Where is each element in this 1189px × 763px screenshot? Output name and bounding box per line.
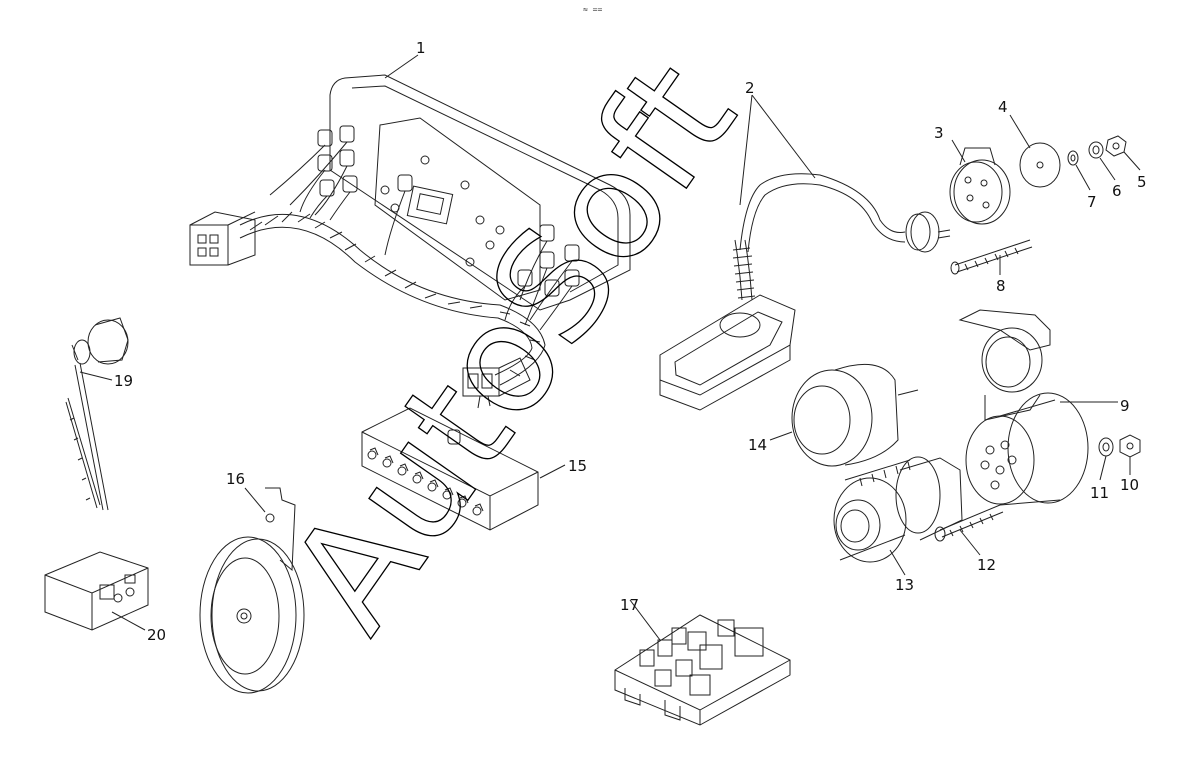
label-10: 10 [1120,476,1139,494]
label-3: 3 [934,124,944,142]
part-10-nut [1120,435,1140,475]
part-15-terminal-block [362,408,565,530]
part-11-washer [1099,438,1113,480]
part-8-screw [951,240,1032,275]
label-9: 9 [1120,397,1130,415]
part-3-socket-body [950,140,1010,224]
part-16-horn [200,488,304,693]
label-15: 15 [568,457,587,475]
label-14: 14 [748,436,767,454]
label-7: 7 [1087,193,1097,211]
part-2-sensor-cable [660,95,950,410]
label-13: 13 [895,576,914,594]
label-20: 20 [147,626,166,644]
label-11: 11 [1090,484,1109,502]
header-mark: ≈ == [583,5,602,14]
callout-labels: 1 2 3 4 5 6 7 8 9 10 11 12 13 14 15 16 1… [114,39,1147,644]
label-1: 1 [416,39,426,57]
part-20-control-box [45,552,148,630]
part-12-screw [935,505,1003,555]
part-17-relay-board [615,600,790,725]
label-5: 5 [1137,173,1147,191]
part-13-rotary-knob [834,457,962,575]
part-5-nut [1106,136,1140,170]
label-6: 6 [1112,182,1122,200]
label-4: 4 [998,98,1008,116]
watermark: AutoSoft [257,33,769,661]
label-17: 17 [620,596,639,614]
label-2: 2 [745,79,755,97]
label-19: 19 [114,372,133,390]
part-1-instrument-cluster [190,55,630,408]
label-8: 8 [996,277,1006,295]
label-16: 16 [226,470,245,488]
part-6-spring-washer [1089,142,1115,180]
part-19-float-sensor [66,318,128,510]
part-14-round-lamp [770,364,918,466]
part-4-socket-cover [1010,115,1060,187]
part-7-washer [1068,151,1090,190]
label-12: 12 [977,556,996,574]
part-9-trailer-socket [960,310,1118,505]
